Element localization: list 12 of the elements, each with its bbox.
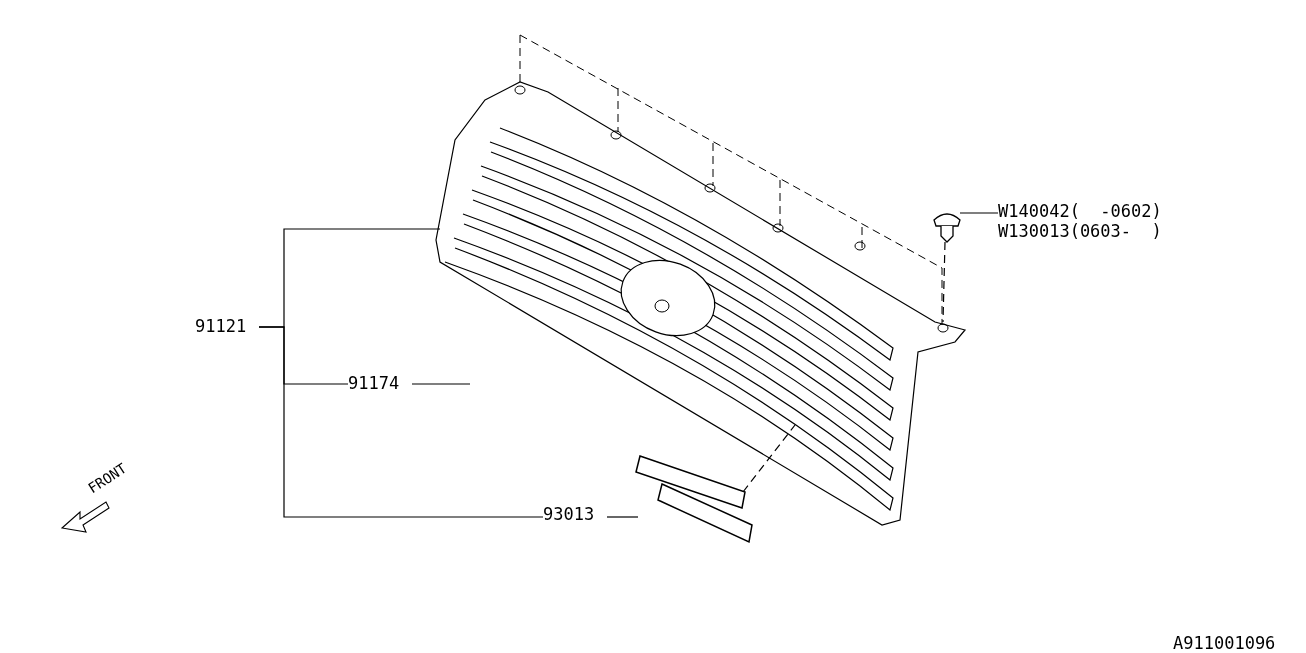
assembly-line xyxy=(942,241,946,323)
part-number: W140042( -0602) xyxy=(998,201,1163,221)
assembly-line xyxy=(742,424,796,493)
leader-line xyxy=(959,212,999,214)
part-number: 91174 xyxy=(348,373,401,393)
part-number: W130013(0603- ) xyxy=(998,221,1163,241)
leader-line xyxy=(411,383,471,385)
part-number: 93013 xyxy=(543,504,596,524)
leader-line xyxy=(606,516,639,518)
drawing-number: A911001096 xyxy=(1173,633,1276,653)
leader-line xyxy=(258,326,544,518)
part-number: 91121 xyxy=(195,316,248,336)
